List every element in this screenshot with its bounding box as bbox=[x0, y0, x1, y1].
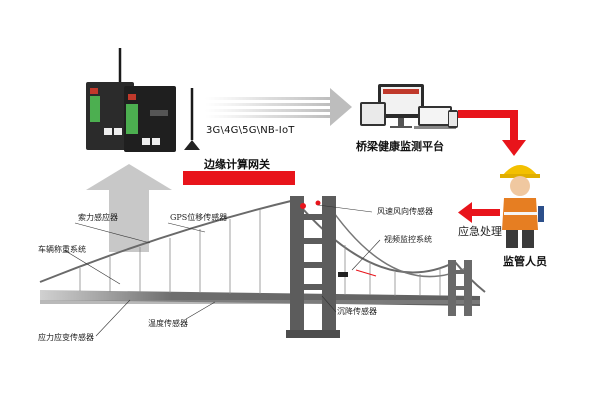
hard-hat bbox=[502, 165, 538, 176]
main-tower bbox=[286, 196, 340, 338]
platform-label: 桥梁健康监测平台 bbox=[356, 140, 444, 153]
antenna-base bbox=[184, 140, 200, 150]
sensor-label-cable-force: 索力感应器 bbox=[78, 213, 118, 222]
sensor-label-temperature: 温度传感器 bbox=[148, 319, 188, 328]
camera-icon bbox=[338, 272, 348, 277]
emergency-arrowhead bbox=[458, 202, 472, 223]
sensor-leader-lines bbox=[63, 204, 381, 337]
device-logo-plate bbox=[150, 110, 168, 116]
gateway-label-bar bbox=[183, 171, 295, 185]
legs bbox=[506, 230, 518, 248]
suspender-cables bbox=[79, 209, 441, 296]
ethernet-port bbox=[142, 138, 150, 145]
upload-arrowhead bbox=[86, 164, 172, 190]
far-tower bbox=[448, 260, 472, 316]
gateway-label: 边缘计算网关 bbox=[204, 158, 270, 171]
terminal-block-red bbox=[90, 88, 98, 94]
sensor-label-vehicle-weighing: 车辆称重系统 bbox=[38, 245, 86, 254]
transmission-arrowhead bbox=[330, 88, 352, 126]
data-transmission-arrow bbox=[205, 88, 352, 126]
emergency-label: 应急处理 bbox=[458, 225, 502, 238]
edge-gateway-device bbox=[86, 48, 200, 152]
ethernet-port bbox=[152, 138, 160, 145]
sensor-label-gps: GPS位移传感器 bbox=[170, 213, 228, 222]
terminal-block-red-2 bbox=[128, 94, 136, 100]
terminal-block-green bbox=[90, 96, 100, 122]
ethernet-port bbox=[104, 128, 112, 135]
sensor-label-settlement: 沉降传感器 bbox=[337, 307, 377, 316]
alert-arrowhead bbox=[502, 140, 526, 156]
sensor-label-video: 视频监控系统 bbox=[384, 235, 432, 244]
upload-arrow-shaft bbox=[109, 190, 149, 252]
ethernet-port bbox=[114, 128, 122, 135]
alert-arrow-shaft bbox=[458, 110, 518, 140]
main-cable-center bbox=[294, 199, 456, 274]
emergency-arrow-shaft bbox=[472, 209, 500, 216]
personnel-label: 监管人员 bbox=[503, 255, 547, 268]
sensor-marker bbox=[300, 203, 306, 209]
sensor-marker bbox=[315, 200, 321, 206]
video-leader-red bbox=[355, 269, 377, 277]
main-cable-left bbox=[39, 199, 296, 283]
monitoring-platform-devices bbox=[360, 84, 458, 129]
supervisor-figure bbox=[500, 165, 544, 248]
terminal-block-green-2 bbox=[126, 104, 138, 134]
sensor-label-stress-strain: 应力应变传感器 bbox=[38, 333, 94, 342]
network-protocols-label: 3G\4G\5G\NB-IoT bbox=[206, 125, 295, 136]
sensor-label-wind: 风速风向传感器 bbox=[377, 207, 433, 216]
face bbox=[510, 176, 530, 196]
suspension-bridge bbox=[39, 196, 486, 338]
radio-device bbox=[538, 206, 544, 222]
gateway-module-right bbox=[124, 86, 176, 152]
